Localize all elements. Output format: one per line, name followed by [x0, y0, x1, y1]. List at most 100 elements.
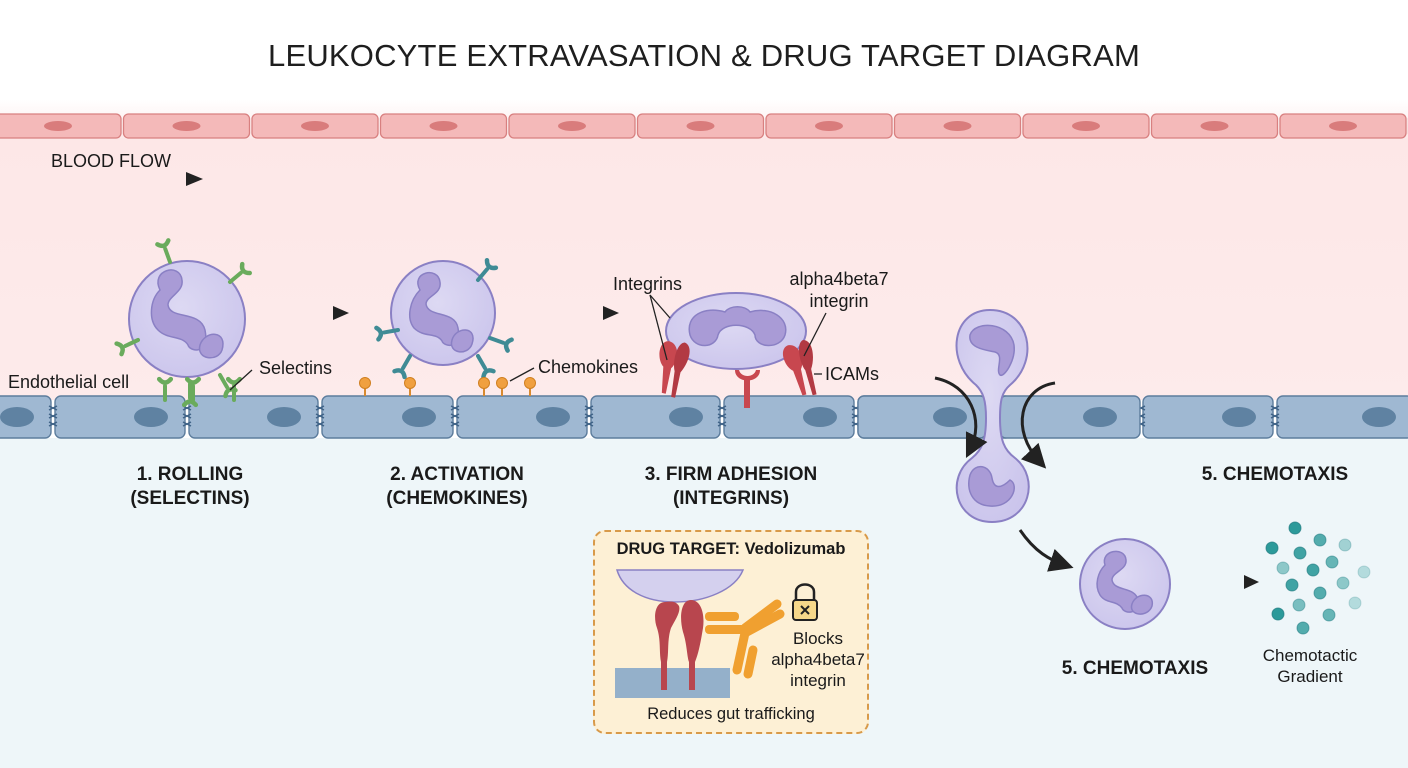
- gradient-dot: [1306, 563, 1320, 577]
- chemokine-receptors: [374, 258, 514, 380]
- drug-target-title: DRUG TARGET: Vedolizumab: [616, 540, 846, 558]
- endothelial-nucleus: [134, 407, 168, 427]
- tight-junction: [48, 421, 58, 427]
- icam-icon: [735, 370, 760, 381]
- gradient-dot: [1322, 608, 1336, 622]
- endothelial-selectin-icon: [156, 376, 174, 385]
- leukocyte-fragment: [615, 569, 745, 603]
- gradient-dot: [1325, 555, 1339, 569]
- selectin-icon: [123, 338, 140, 348]
- vessel-cell-nucleus: [301, 121, 329, 131]
- tight-junction: [584, 405, 594, 411]
- chemokine-receptor-icon: [484, 258, 499, 271]
- endothelial-nucleus: [1222, 407, 1256, 427]
- icams-label: ICAMs: [825, 364, 879, 384]
- vessel-cell-nucleus: [1200, 121, 1229, 131]
- chemokines: [359, 377, 536, 396]
- tight-junction: [450, 421, 460, 427]
- drug-mechanism-illustration: [615, 569, 818, 698]
- page-title: LEUKOCYTE EXTRAVASATION & DRUG TARGET DI…: [268, 38, 1140, 73]
- stage-2-label: 2. ACTIVATION (CHEMOKINES): [362, 463, 552, 511]
- selectin-icon: [218, 373, 229, 390]
- selectins-label: Selectins: [259, 358, 333, 378]
- vessel-cell-nucleus: [1329, 121, 1357, 131]
- stage-2-title: 2. ACTIVATION: [390, 464, 524, 485]
- stage-arrowhead-icon: [333, 306, 349, 320]
- tight-junction: [182, 413, 192, 419]
- stage-3-subtitle: (INTEGRINS): [672, 488, 790, 509]
- tight-junction: [1270, 405, 1280, 411]
- rolling-leukocyte: [128, 260, 246, 378]
- chemokine-receptor-icon: [401, 354, 412, 371]
- integrins-label: Integrins: [613, 274, 683, 294]
- drug-target-footer: Reduces gut trafficking: [647, 705, 815, 723]
- vessel-cell-nucleus: [44, 121, 72, 131]
- selectin-icon: [228, 271, 243, 284]
- drug-block-line3: integrin: [790, 671, 846, 690]
- leader-line: [649, 294, 671, 319]
- tight-junction: [717, 405, 727, 411]
- gradient-dot: [1271, 607, 1285, 621]
- drug-target-panel: DRUG TARGET: Vedolizumab Blocks alpha4be…: [593, 530, 869, 734]
- integrin-icon: [655, 600, 704, 690]
- endothelial-selectin-icon: [184, 376, 202, 385]
- chemokine-icon: [524, 377, 536, 389]
- endothelial-nucleus: [1362, 407, 1396, 427]
- tight-junction: [584, 421, 594, 427]
- gradient-arrowhead-icon: [1244, 575, 1259, 589]
- tight-junction: [315, 421, 325, 427]
- gradient-dot: [1336, 576, 1350, 590]
- chemokine-receptor-icon: [481, 368, 496, 380]
- endothelial-nucleus: [402, 407, 436, 427]
- selectin-icon: [114, 341, 125, 357]
- gradient-dot: [1313, 533, 1327, 547]
- tight-junction: [48, 405, 58, 411]
- chemokine-receptor-icon: [476, 267, 489, 282]
- selectin-receptors: [114, 238, 252, 408]
- endothelial-nucleus: [933, 407, 967, 427]
- tight-junction: [717, 421, 727, 427]
- lock-x-icon: [792, 583, 818, 621]
- tight-junction: [182, 421, 192, 427]
- vessel-cell-nucleus: [172, 121, 201, 131]
- chemokine-icon: [496, 377, 508, 389]
- chemokine-icon: [404, 377, 416, 389]
- chemokines-label: Chemokines: [538, 357, 639, 377]
- selectin-icon: [181, 399, 199, 408]
- chemokine-receptor-icon: [374, 325, 384, 342]
- gradient-dot: [1293, 546, 1307, 560]
- endothelium-layer: [0, 395, 1408, 439]
- drug-block-text: Blocks alpha4beta7 integrin: [763, 628, 873, 691]
- gradient-dot: [1296, 621, 1310, 635]
- stage-1-subtitle: (SELECTINS): [130, 488, 250, 509]
- leader-line: [229, 369, 253, 391]
- leader-line: [509, 367, 535, 382]
- chemokine-receptor-icon: [392, 368, 407, 380]
- integrin-icon: [782, 340, 817, 396]
- gradient-label-line2: Gradient: [1277, 667, 1343, 686]
- endothelial-cell-label: Endothelial cell: [8, 372, 130, 392]
- chemotactic-gradient-dots: [1265, 521, 1371, 635]
- gradient-dot: [1357, 565, 1371, 579]
- chemokine-receptor-icon: [488, 336, 506, 345]
- alpha4beta7-label: alpha4beta7 integrin: [784, 268, 894, 312]
- vessel-cell-nucleus: [558, 121, 586, 131]
- vessel-cell-nucleus: [815, 121, 843, 131]
- alpha4beta7-label-line2: integrin: [809, 291, 869, 311]
- stage-3-title: 3. FIRM ADHESION: [644, 464, 818, 485]
- gradient-dot: [1338, 538, 1352, 552]
- drug-block-line2: alpha4beta7: [771, 650, 865, 669]
- tight-junction: [717, 413, 727, 419]
- endothelial-nucleus: [267, 407, 301, 427]
- nucleus-icon: [150, 269, 207, 351]
- stage-3-label: 3. FIRM ADHESION (INTEGRINS): [626, 463, 836, 511]
- blood-flow-arrowhead-icon: [186, 172, 203, 186]
- tight-junction: [1270, 413, 1280, 419]
- gradient-dot: [1313, 586, 1327, 600]
- stage-1-title: 1. ROLLING: [136, 464, 244, 485]
- antibody-icon: [705, 599, 785, 679]
- activated-leukocyte: [390, 260, 496, 366]
- stage-2-subtitle: (CHEMOKINES): [386, 488, 528, 509]
- chemokine-icon: [359, 377, 371, 389]
- transmigrating-leukocyte: [955, 308, 1030, 524]
